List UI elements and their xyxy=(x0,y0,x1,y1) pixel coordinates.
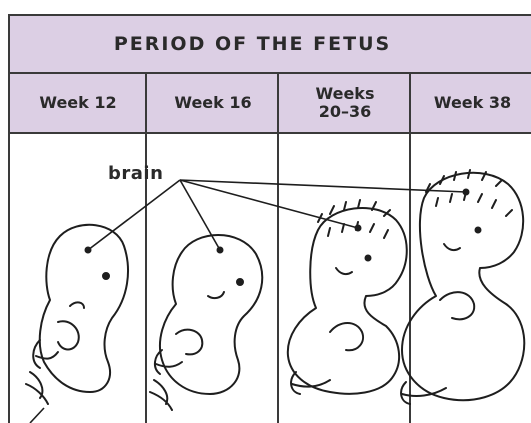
fetus-week-16-drawing xyxy=(150,235,262,410)
brain-label: brain xyxy=(108,163,163,184)
fetus-week-38-drawing xyxy=(401,170,524,404)
brain-pointer-lines xyxy=(30,180,466,423)
fetus-weeks-20-36-drawing xyxy=(288,200,407,394)
fetus-week-12-drawing xyxy=(26,225,128,404)
